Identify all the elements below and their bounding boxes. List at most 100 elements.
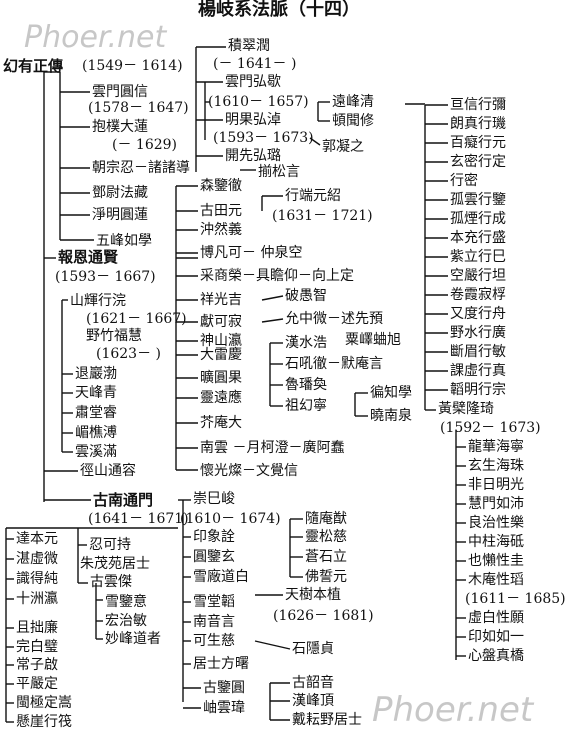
connector-line [254, 640, 291, 650]
node-zhu-mao-yuan-jushi: 朱茂苑居士 [80, 556, 150, 572]
node-shan-hui-dates: (1621－ 1667) [86, 311, 187, 327]
node-chong-yi-jun-dates: (1610－ 1674) [180, 511, 281, 527]
node-gu-jian-yuan: 古鑒圓 [203, 680, 245, 696]
node-jing-shan-tong-rong: 徑山通容 [80, 463, 136, 479]
node-qie-zhuo-lian: 且拙廉 [16, 620, 58, 636]
node-xuan-mi-xing-ding: 玄密行定 [450, 154, 506, 170]
node-yun-men-yuan-xin: 雲門圓信 [92, 84, 148, 100]
node-ming-guo-dates: (1593－ 1673) [213, 130, 314, 146]
node-dun-wen-xiu: 頓聞修 [332, 113, 374, 129]
node-shen-shan-ying: 神山瀛 [200, 333, 242, 349]
node-xuan-ya-xing-fa: 懸崖行筏 [16, 714, 72, 730]
watermark-bottom: Phoer.net [372, 690, 534, 730]
node-juan-xia-ji-fu: 卷霞寂桴 [450, 287, 506, 303]
node-sui-an-you: 隨庵猷 [305, 511, 347, 527]
node-ling-yuan-ying: 靈遠應 [200, 390, 242, 406]
node-xuan-sheng-hai-zhu: 玄生海珠 [468, 458, 524, 474]
node-xiu-yun-wei: 岫雲瑋 [203, 700, 245, 716]
node-huang-bo-dates: (1592－ 1673) [440, 420, 541, 436]
node-cai-shang-rong: 采商榮－具瞻仰－向上定 [200, 268, 354, 284]
node-zi-li-xing-si: 紫立行巳 [450, 249, 506, 265]
node-tian-shu-dates: (1626－ 1681) [273, 608, 374, 624]
node-bo-fan-ke: 博凡可－ 仲泉空 [200, 245, 303, 261]
node-hong-zhi-min: 宏治敏 [105, 613, 147, 629]
node-xian-ke-ji: 獻可寂 [200, 314, 242, 330]
node-huan-you-dates: (1549－ 1614) [82, 58, 183, 74]
node-xing-mi: 行密 [450, 173, 478, 189]
node-wu-feng-ru-xue: 五峰如學 [96, 233, 152, 249]
node-ye-zhu-dates: (1623－ ) [96, 346, 162, 362]
node-gen-xin-xing-mi: 亘信行彌 [450, 97, 506, 113]
node-huan-you-zheng-chuan: 幻有正傳 [3, 57, 64, 75]
node-kuang-yuan-guo: 曠圓果 [200, 370, 242, 386]
node-ren-ke-chi: 忍可持 [89, 537, 131, 553]
node-wan-bai-bi: 完白璧 [16, 639, 58, 655]
node-long-hua-hai-ning: 龍華海寧 [468, 439, 524, 455]
node-da-ben-yuan: 達本元 [16, 531, 58, 547]
node-bian-zhi-xue: 徧知學 [370, 385, 412, 401]
node-yun-men-hong-xie-dates: (1610－ 1657) [208, 94, 309, 110]
node-yuan-feng-qing: 遠峰清 [332, 94, 374, 110]
node-xing-duan-dates: (1631－ 1721) [272, 208, 373, 224]
node-ling-song-ci: 靈松慈 [305, 529, 347, 545]
node-yun-men-hong-xie: 雲門弘歇 [225, 74, 281, 90]
node-gu-yan-xing-cheng: 孤煙行成 [450, 211, 506, 227]
node-min-ji-ding-song: 閩極定嵩 [16, 695, 72, 711]
node-shi-zhou-ying: 十洲瀛 [16, 591, 58, 607]
node-ming-guo-hong-chuo: 明果弘淖 [225, 112, 281, 128]
watermark-top: Phoer.net [24, 20, 167, 55]
diagram-title: 楊岐系法脈（十四） [198, 0, 360, 20]
node-xu-bai-xing-yuan: 虛白性願 [468, 610, 524, 626]
node-sen-jian-che: 森鑒徹 [200, 178, 242, 194]
node-bao-pu-dates: (－ 1629) [112, 137, 178, 153]
node-zu-huan-ning: 祖幻寧 [285, 398, 327, 414]
node-jing-ming-yuan-lian: 淨明圓蓮 [92, 207, 148, 223]
node-yin-xiang-quan: 印象詮 [193, 529, 235, 545]
node-tian-shu-ben-zhi: 天樹本植 [285, 587, 341, 603]
node-chang-zi-qi: 常子啟 [16, 657, 58, 673]
connector-line [261, 318, 284, 323]
node-yun-zhong-wei: 允中微－述先預 [285, 311, 383, 327]
node-ke-xu-xing-zhen: 課虛行真 [450, 363, 506, 379]
node-mei-qiao-pu: 嵋樵溥 [75, 425, 117, 441]
node-kai-xian-hong-lu: 開先弘璐 [225, 148, 281, 164]
node-xiang-guang-ji: 祥光吉 [200, 292, 242, 308]
node-ji-cui-run: 積翠潤 [228, 38, 270, 54]
node-ji-cui-run-dates: (－ 1641－ ) [213, 56, 297, 72]
node-shi-hou-che: 石吼徹－默庵言 [285, 356, 383, 372]
node-ye-shui-xing-guang: 野水行廣 [450, 325, 506, 341]
node-gu-tian-yuan: 古田元 [200, 203, 242, 219]
node-tian-feng-qing: 天峰青 [75, 385, 117, 401]
node-zhong-zhu-hai-di: 中柱海砥 [468, 534, 524, 550]
node-kong-yan-xing-tan: 空嚴行坦 [450, 268, 506, 284]
node-ye-zhu-fu-hui: 野竹福慧 [86, 328, 142, 344]
node-yin-ru-ru-yi: 印如如一 [468, 629, 524, 645]
node-xiao-nan-quan: 曉南泉 [370, 408, 412, 424]
node-gu-nan-dates: (1641－ 1671) [88, 511, 189, 527]
node-mu-an-dates: (1611－ 1685) [465, 591, 566, 607]
connector-line [261, 295, 284, 301]
node-huai-guang-can: 懷光燦－文覺信 [200, 463, 298, 479]
node-bao-en-dates: (1593－ 1667) [55, 269, 156, 285]
node-tao-ming-xing-zong: 韜明行宗 [450, 382, 506, 398]
node-han-shui-hao: 漢水浩 [285, 335, 327, 351]
node-cang-shi-li: 蒼石立 [305, 549, 347, 565]
node-shi-de-chun: 識得純 [16, 571, 58, 587]
node-liang-zhi-xing-le: 良治性樂 [468, 515, 524, 531]
node-bai-chi-xing-yuan: 百癡行元 [450, 135, 506, 151]
node-ye-lan-xing-gui: 也懶性圭 [468, 553, 524, 569]
node-gu-nan-tong-men: 古南通門 [93, 491, 154, 509]
node-miao-feng-dao-zhe: 妙峰道者 [105, 631, 161, 647]
node-dai-yun-ye-jushi: 戴耘野居士 [292, 712, 362, 728]
node-xin-pan-zhen-qiao: 心盤真橋 [468, 648, 524, 664]
node-gu-shao-yin: 古韶音 [292, 675, 334, 691]
node-hui-men-ru-pei: 慧門如沛 [468, 496, 524, 512]
node-mu-an-xing-tao: 木庵性瑫 [468, 572, 524, 588]
node-han-feng-ding: 漢峰頂 [292, 693, 334, 709]
node-fei-ri-ming-guang: 非日明光 [468, 477, 524, 493]
node-ben-chong-xing-sheng: 本充行盛 [450, 230, 506, 246]
node-yun-xi-man: 雲溪滿 [75, 444, 117, 460]
node-chong-ran-yi: 沖然義 [200, 222, 242, 238]
